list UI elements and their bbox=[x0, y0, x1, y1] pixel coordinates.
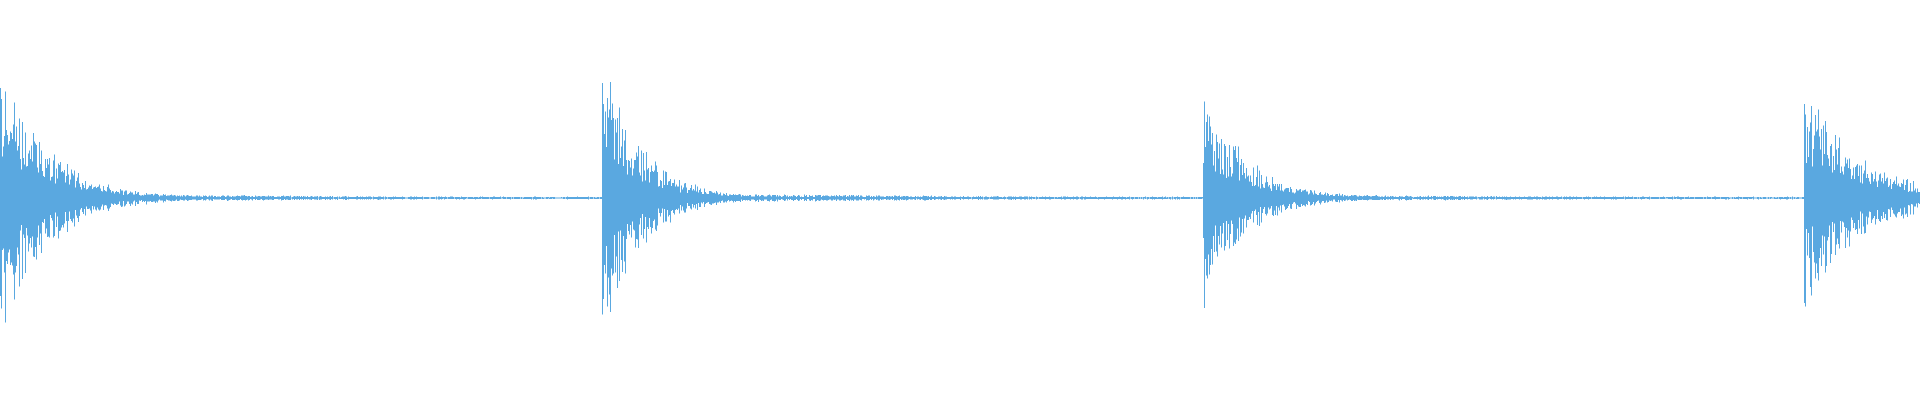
waveform-samples bbox=[0, 82, 1920, 323]
